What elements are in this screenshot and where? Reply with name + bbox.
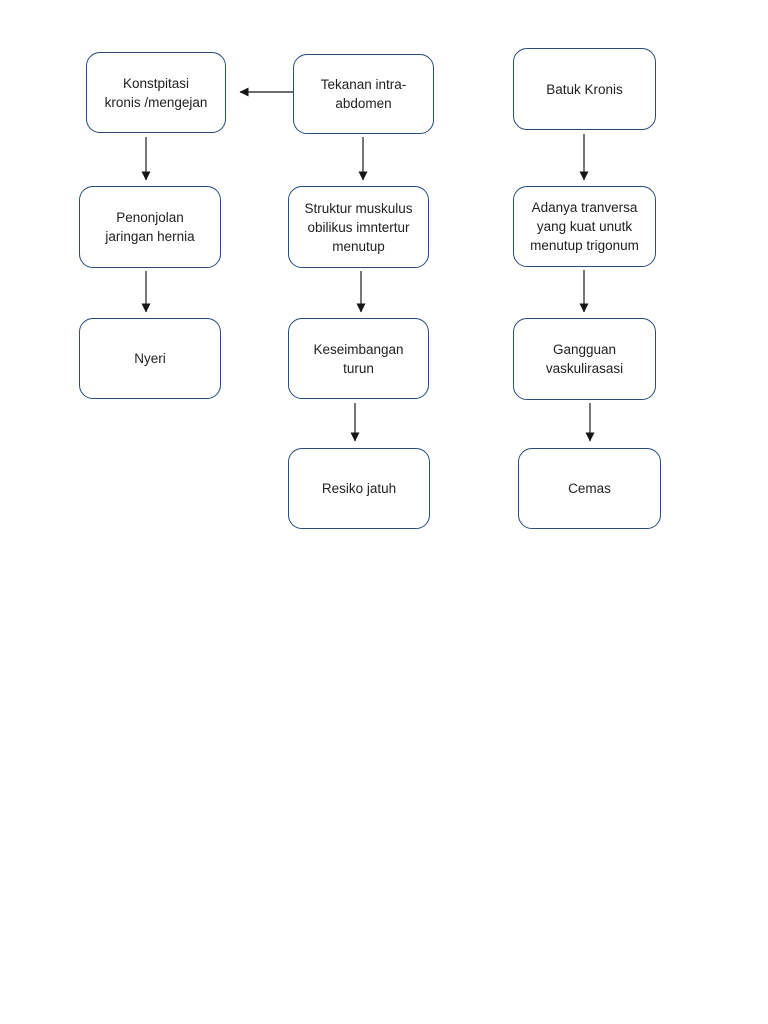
flow-node-resiko: Resiko jatuh: [288, 448, 430, 529]
flow-node-keseimbangan: Keseimbangan turun: [288, 318, 429, 399]
flow-node-konstpitasi: Konstpitasi kronis /mengejan: [86, 52, 226, 133]
flow-node-batuk: Batuk Kronis: [513, 48, 656, 130]
flow-node-gangguan: Gangguan vaskulirasasi: [513, 318, 656, 400]
flow-node-nyeri: Nyeri: [79, 318, 221, 399]
flow-node-adanya: Adanya tranversa yang kuat unutk menutup…: [513, 186, 656, 267]
flow-node-tekanan: Tekanan intra- abdomen: [293, 54, 434, 134]
flow-node-cemas: Cemas: [518, 448, 661, 529]
flow-node-struktur: Struktur muskulus obilikus imntertur men…: [288, 186, 429, 268]
flow-node-penonjolan: Penonjolan jaringan hernia: [79, 186, 221, 268]
